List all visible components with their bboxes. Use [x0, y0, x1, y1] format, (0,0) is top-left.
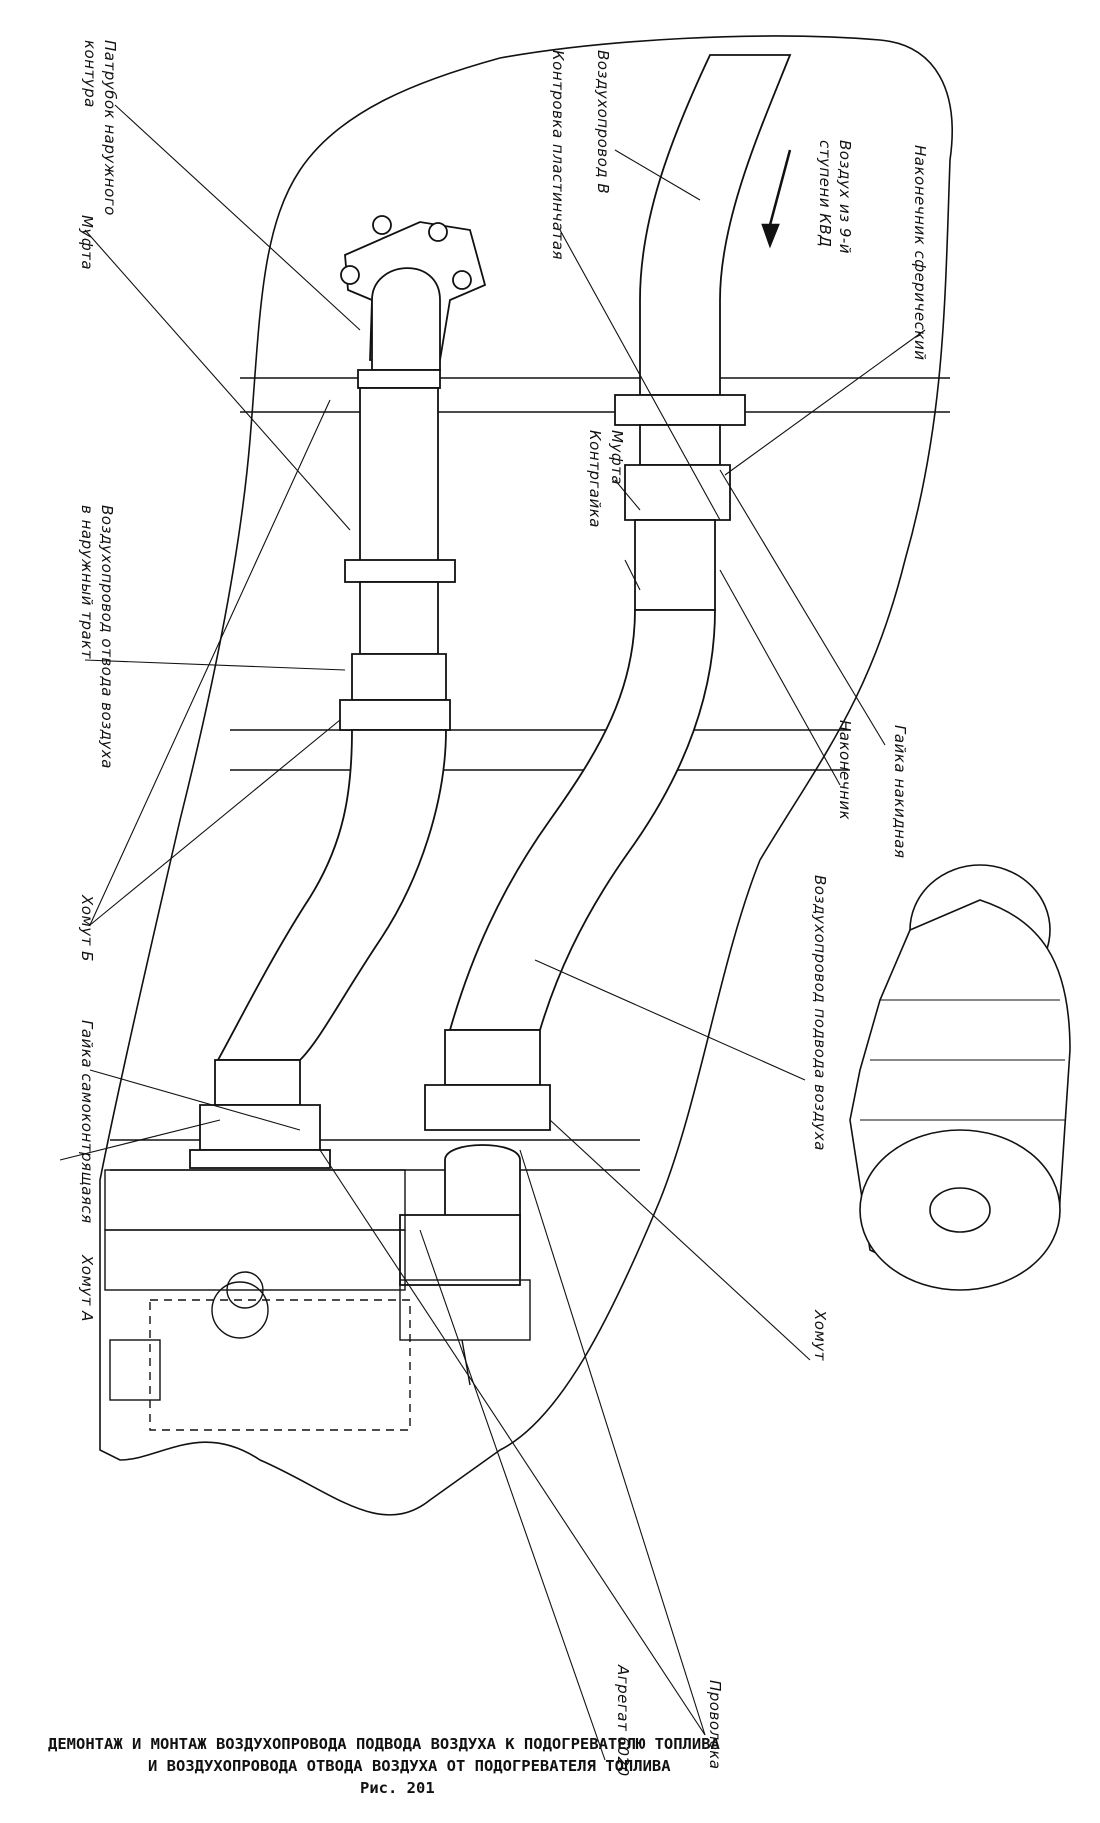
label-outlet-duct: Воздухопровод отвода воздуха — [98, 505, 116, 769]
label-nakonechnik: Наконечник — [836, 720, 854, 820]
label-gaika-samokontr: Гайка самоконтрящаяся — [78, 1020, 96, 1224]
label-provoloka: Проволока — [706, 1680, 724, 1770]
label-air-from-2: ступени КВД — [816, 140, 834, 247]
label-kontrovka: Контровка пластинчатая — [549, 50, 567, 260]
airflow-arrow-icon — [761, 149, 792, 249]
label-mufta-left: Муфта — [78, 215, 96, 270]
caption-line-2: И ВОЗДУХОПРОВОДА ОТВОДА ВОЗДУХА ОТ ПОДОГ… — [148, 1757, 671, 1775]
unit-6020 — [104, 1169, 531, 1431]
label-air-from: Воздух из 9-й — [836, 140, 854, 254]
label-kontrgaika: Контргайка — [586, 430, 604, 528]
leader-lines — [59, 104, 926, 1761]
inlet-air-duct — [399, 54, 792, 1286]
label-gaika-nakidnaya: Гайка накидная — [891, 725, 909, 859]
detail-boundary — [99, 35, 953, 1516]
caption-line-1: ДЕМОНТАЖ И МОНТАЖ ВОЗДУХОПРОВОДА ПОДВОДА… — [48, 1735, 720, 1753]
label-agregat: Агрегат 6020 — [614, 1664, 632, 1777]
label-khomut-b: Хомут Б — [78, 894, 96, 962]
label-khomut-a: Хомут А — [78, 1254, 96, 1322]
label-nakonechnik-sfer: Наконечник сферический — [911, 145, 929, 360]
figure-number: Рис. 201 — [360, 1779, 435, 1797]
label-patrubok-2: контура — [81, 40, 99, 108]
label-inlet-duct: Воздухопровод подвода воздуха — [811, 875, 829, 1151]
label-patrubok: Патрубок наружного — [101, 40, 119, 216]
label-outlet-duct-2: в наружный тракт — [78, 505, 96, 660]
label-mufta-right: Муфта — [608, 430, 626, 485]
outlet-air-duct — [189, 215, 487, 1169]
label-vozdukhoprovod-v: Воздухопровод В — [594, 50, 612, 194]
label-khomut: Хомут — [811, 1309, 829, 1362]
engine-sketch — [849, 864, 1071, 1291]
